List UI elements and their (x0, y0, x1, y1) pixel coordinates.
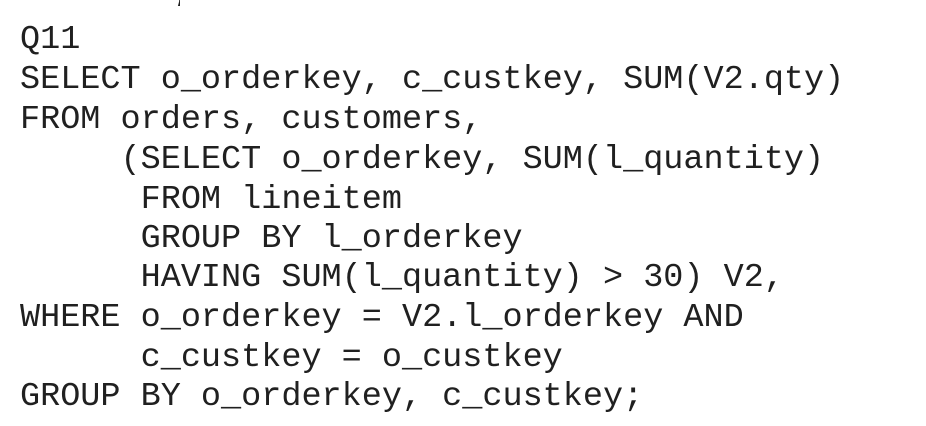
code-line-subquery-from: FROM lineitem (20, 181, 402, 219)
code-line-select: SELECT o_orderkey, c_custkey, SUM(V2.qty… (20, 61, 845, 99)
clipped-code-fragment: ) (168, 0, 180, 6)
code-line-where: WHERE o_orderkey = V2.l_orderkey AND (20, 299, 744, 337)
code-line-group-by: GROUP BY o_orderkey, c_custkey; (20, 378, 644, 416)
code-line-query-label: Q11 (20, 21, 81, 59)
code-line-subquery-group-by: GROUP BY l_orderkey (20, 220, 523, 258)
code-line-where-condition: c_custkey = o_custkey (20, 339, 563, 377)
code-line-from: FROM orders, customers, (20, 101, 483, 139)
code-line-subquery-having: HAVING SUM(l_quantity) > 30) V2, (20, 259, 784, 297)
code-line-subquery-select: (SELECT o_orderkey, SUM(l_quantity) (20, 141, 825, 179)
